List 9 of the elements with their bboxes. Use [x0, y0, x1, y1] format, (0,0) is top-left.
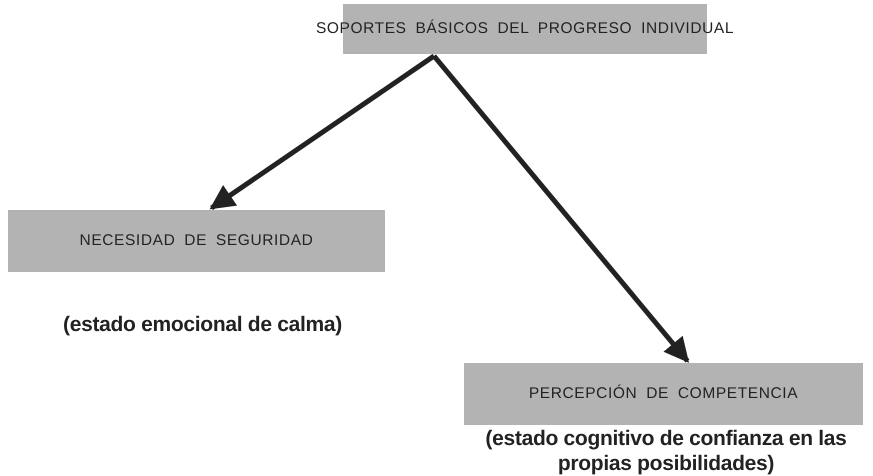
box-label: PERCEPCIÓN DE COMPETENCIA: [528, 385, 798, 403]
arrow: [210, 54, 436, 210]
label-box: [464, 363, 863, 425]
box-label: SOPORTES BÁSICOS DEL PROGRESO INDIVIDUAL: [316, 20, 734, 38]
box-label: NECESIDAD DE SEGURIDAD: [80, 232, 314, 250]
arrow: [432, 54, 690, 363]
label-box: [8, 210, 385, 272]
node-label: (estado cognitivo de confianza en las propias posibilidades): [484, 426, 848, 476]
node-label: (estado emocional de calma): [62, 312, 343, 337]
